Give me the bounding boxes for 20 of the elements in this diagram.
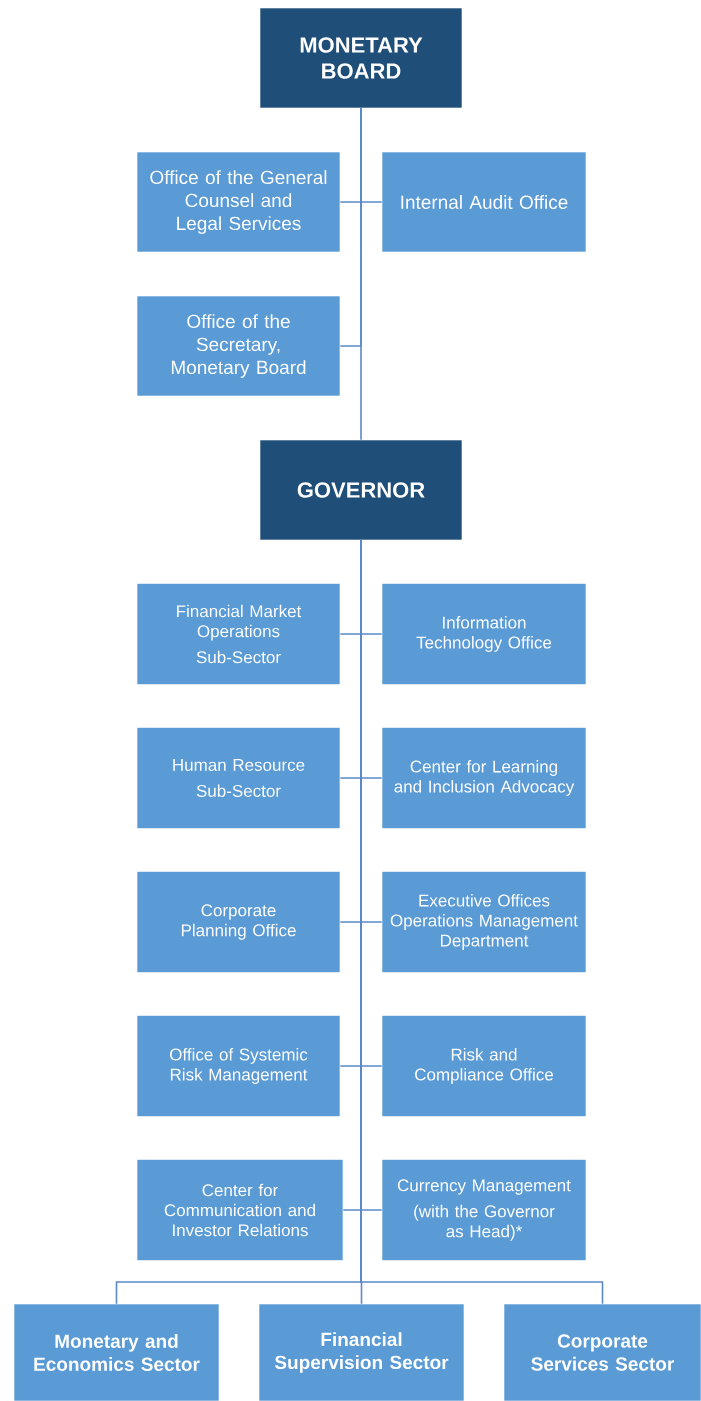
sector-box: Corporate Services Sector (503, 1303, 701, 1401)
office-box: Center for Communication and Investor Relations (136, 1159, 344, 1261)
office-box: Currency Management (with the Governor as Head)* (381, 1159, 587, 1261)
office-box: Internal Audit Office (381, 151, 587, 253)
connector-line (360, 539, 604, 1305)
office-box: Office of Systemic Risk Management (136, 1015, 341, 1117)
office-box: Corporate Planning Office (136, 871, 341, 973)
office-box: Center for Learning and Inclusion Advocacy (381, 727, 587, 829)
sector-box: Financial Supervision Sector (258, 1303, 465, 1401)
connector-line (360, 107, 362, 441)
office-box: Office of the Secretary, Monetary Board (136, 295, 341, 397)
office-box: Human Resource Sub-Sector (136, 727, 341, 829)
office-box: Risk and Compliance Office (381, 1015, 587, 1117)
header-box: MONETARY BOARD (259, 7, 463, 109)
office-box: Executive Offices Operations Management Department (381, 871, 587, 973)
sector-box: Monetary and Economics Sector (13, 1303, 220, 1401)
office-box: Information Technology Office (381, 583, 587, 685)
office-box: Financial Market Operations Sub-Sector (136, 583, 341, 685)
header-box: GOVERNOR (259, 439, 463, 541)
office-box: Office of the General Counsel and Legal Services (136, 151, 341, 253)
